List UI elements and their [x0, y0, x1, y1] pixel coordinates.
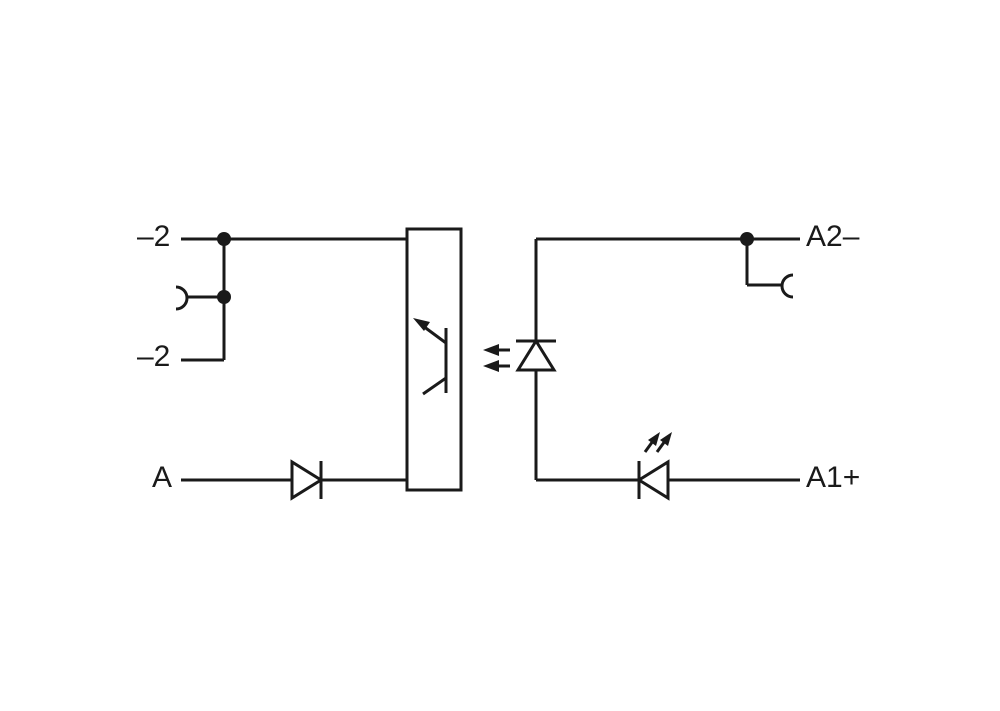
- junction-dot-left-middle: [217, 290, 231, 304]
- status-led-icon: [636, 459, 670, 501]
- status-led-ray-2: [655, 440, 667, 453]
- terminal-label-minus2-top: –2: [137, 220, 171, 253]
- jack-socket-icon-right: [780, 273, 794, 299]
- terminal-label-a: A: [152, 461, 173, 494]
- transistor-output-box: [405, 227, 463, 492]
- junction-dot-left-top: [217, 232, 231, 246]
- terminal-label-minus2-bottom: –2: [137, 340, 171, 373]
- transistor-emitter-line: [422, 324, 447, 345]
- jack-socket-icon-left: [175, 285, 189, 311]
- status-led-ray-1: [643, 440, 655, 453]
- terminal-label-a1-plus: A1+: [806, 461, 861, 494]
- transistor-emitter-arrow-icon: [413, 318, 430, 331]
- light-arrow-upper-icon: [483, 344, 499, 356]
- status-led-ray-1-arrow-icon: [648, 432, 660, 446]
- junction-dot-right-top: [740, 232, 754, 246]
- terminal-label-a2-minus: A2–: [806, 220, 860, 253]
- status-led-ray-2-arrow-icon: [660, 432, 672, 446]
- transistor-collector-line: [422, 376, 447, 396]
- light-arrow-lower-icon: [483, 360, 499, 372]
- diode-input-icon: [290, 459, 324, 501]
- coil-led-icon: [515, 338, 557, 372]
